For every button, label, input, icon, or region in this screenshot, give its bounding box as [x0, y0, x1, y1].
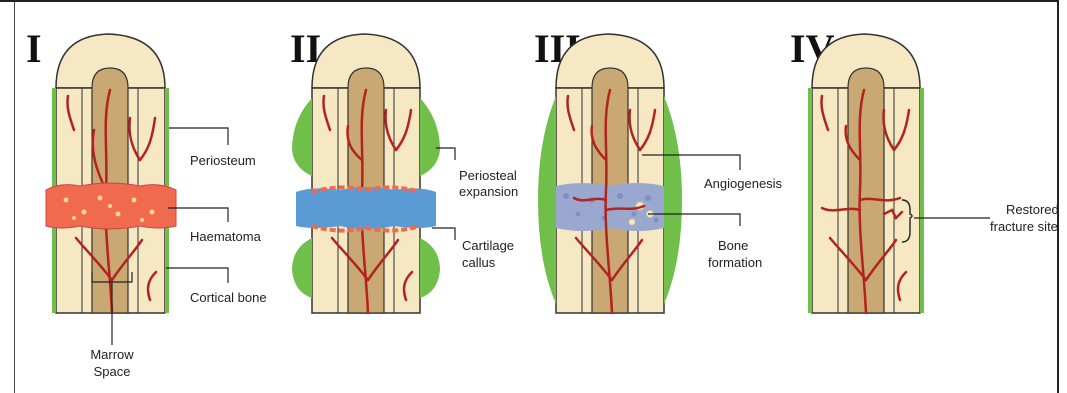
label-cartilage-callus-line1: Cartilage — [462, 238, 514, 253]
label-bone-formation-line2: formation — [708, 255, 762, 270]
label-restored-fracture-site-line2: fracture site — [990, 219, 1058, 234]
label-cortical-bone: Cortical bone — [190, 290, 267, 305]
periosteal-expansion — [292, 98, 312, 176]
label-periosteum: Periosteum — [190, 153, 256, 168]
cartilage-callus-leader — [432, 228, 455, 240]
label-marrow-space-line2: Space — [94, 364, 131, 379]
periosteum-leader — [169, 128, 228, 145]
cartilage-callus — [296, 187, 436, 229]
bone-formation-region — [556, 183, 664, 231]
label-angiogenesis: Angiogenesis — [704, 176, 783, 191]
stage-1: I — [26, 26, 267, 379]
label-periosteal-expansion-line2: expansion — [459, 184, 518, 199]
cortical-bone-leader — [166, 268, 228, 283]
periosteal-expansion — [292, 238, 312, 298]
stage-4: IV Restored — [790, 26, 1059, 313]
periosteal-expansion — [420, 98, 440, 176]
label-haematoma: Haematoma — [190, 229, 262, 244]
label-marrow-space-line1: Marrow — [90, 347, 134, 362]
stage-2: II — [290, 26, 518, 313]
label-cartilage-callus-line2: callus — [462, 255, 496, 270]
periosteal-expansion — [420, 238, 440, 298]
periosteum-bulge — [664, 96, 682, 304]
stage-1-numeral: I — [26, 26, 42, 71]
label-periosteal-expansion-line1: Periosteal — [459, 168, 517, 183]
periosteum-left — [808, 88, 812, 313]
marrow-cavity — [848, 68, 884, 313]
label-bone-formation-line1: Bone — [718, 238, 748, 253]
haematoma-leader — [168, 208, 228, 222]
stage-3: III — [534, 26, 783, 313]
periosteum-right — [920, 88, 924, 313]
periosteum-bulge — [538, 96, 556, 304]
label-restored-fracture-site-line1: Restored — [1006, 202, 1059, 217]
